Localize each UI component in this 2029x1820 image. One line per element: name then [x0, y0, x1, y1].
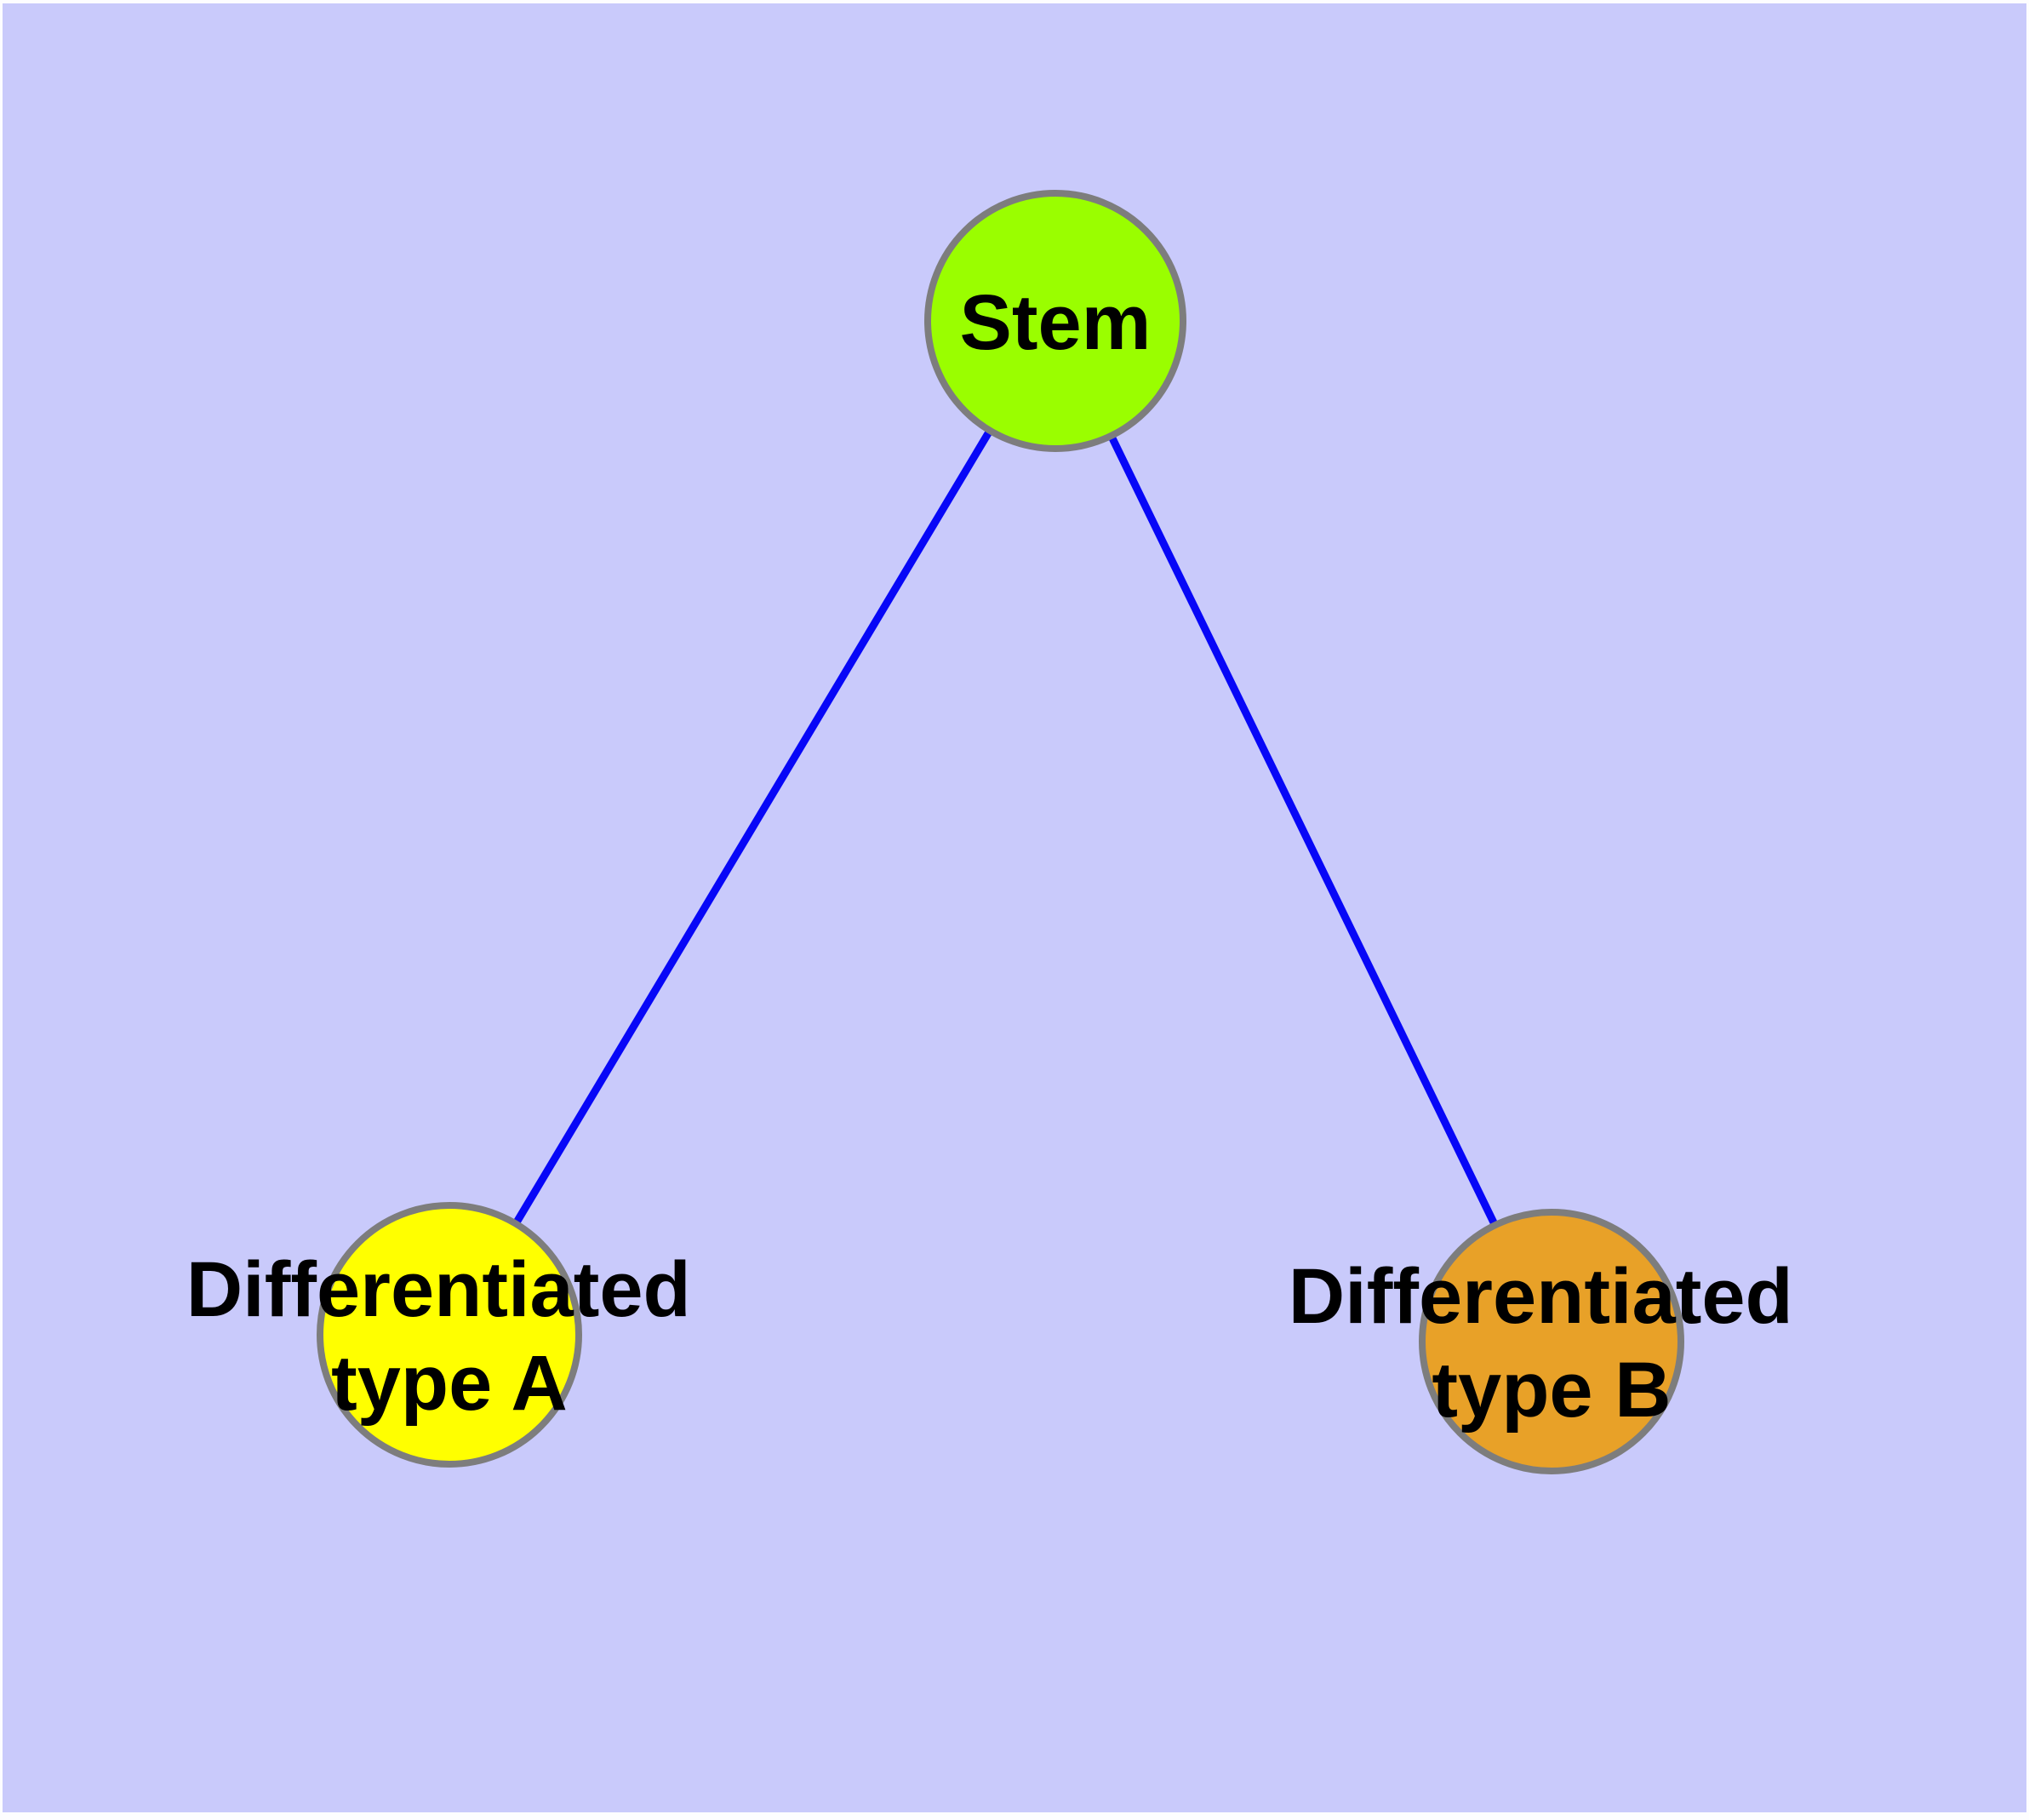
- node-label-line: Differentiated: [1289, 1253, 1793, 1340]
- node-stem-label: Stem: [960, 279, 1152, 366]
- edges-layer: [446, 318, 1556, 1343]
- node-differentiated-type-b[interactable]: Differentiated type B: [1289, 1209, 1815, 1474]
- node-stem[interactable]: Stem: [924, 190, 1186, 452]
- node-stem-circle[interactable]: [924, 190, 1186, 452]
- graph-canvas: Stem Differentiated type A Differentiate…: [3, 3, 2026, 1812]
- node-differentiated-type-a-label: Differentiated type A: [186, 1246, 713, 1427]
- node-label-line: Differentiated: [186, 1246, 691, 1333]
- edge-stem-to-type-a: [446, 318, 1059, 1337]
- node-differentiated-type-b-label: Differentiated type B: [1289, 1253, 1815, 1434]
- node-differentiated-type-a-circle[interactable]: [317, 1202, 582, 1468]
- graph-svg: Stem Differentiated type A Differentiate…: [3, 3, 2026, 1812]
- node-differentiated-type-a[interactable]: Differentiated type A: [186, 1202, 713, 1468]
- edge-stem-to-type-b: [1051, 319, 1556, 1343]
- node-label-line: type B: [1432, 1347, 1671, 1434]
- node-label-line: type A: [331, 1340, 568, 1427]
- node-differentiated-type-b-circle[interactable]: [1419, 1209, 1684, 1474]
